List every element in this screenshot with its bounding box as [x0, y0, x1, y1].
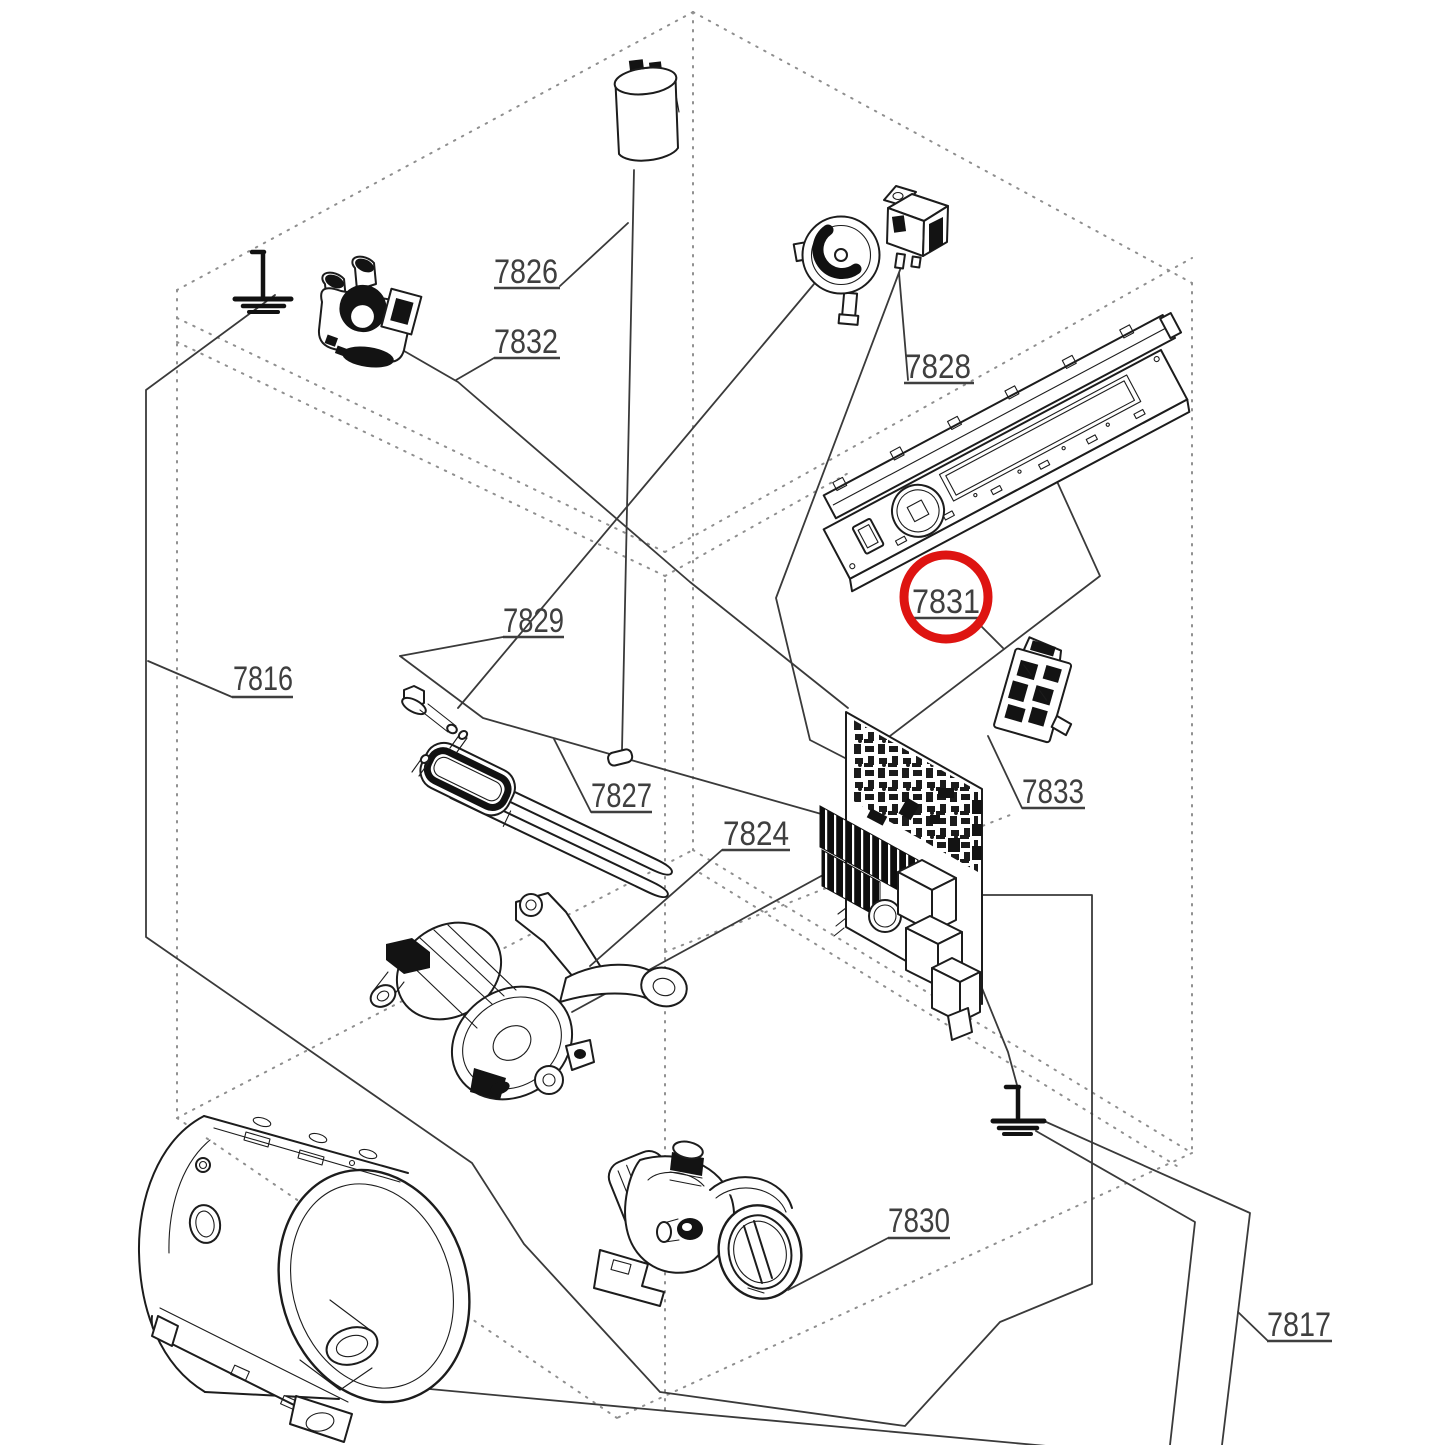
panel-knob: [891, 483, 946, 538]
label-7816-text: 7816: [233, 660, 293, 698]
ground-symbol-left: [232, 249, 294, 314]
label-7824-leader: [589, 849, 723, 967]
label-7832: 7832: [455, 323, 560, 381]
electronic-control-board-part: [819, 711, 983, 1041]
label-7829-text: 7829: [503, 602, 564, 640]
label-7829: 7829: [399, 602, 564, 657]
label-7817-text: 7817: [1267, 1306, 1331, 1344]
pcb-component-texture: [850, 718, 978, 872]
heater-flange: [419, 741, 516, 817]
label-7832-text: 7832: [494, 323, 558, 361]
control-panel-part: [822, 312, 1191, 593]
label-7828: 7828: [898, 272, 974, 386]
pcb-relays: [897, 859, 981, 1041]
bottom-wire: [331, 1379, 1046, 1445]
inlet-valve-part: [317, 255, 423, 368]
label-7831-leader: [980, 625, 1004, 649]
heating-element-part: [401, 685, 673, 899]
pcb-to-ground-wire: [972, 965, 1018, 1086]
ground-wire-right-2: [1035, 1130, 1196, 1445]
part-labels: 7826 7832 7828 7816 7829 7827: [147, 222, 1332, 1344]
label-7833-leader: [987, 735, 1023, 809]
ground-wire-right-1: [1043, 1120, 1251, 1445]
label-7830-text: 7830: [888, 1202, 950, 1240]
label-7828-leader: [898, 272, 909, 381]
main-harness-path: [145, 294, 1093, 1427]
label-7824-text: 7824: [723, 815, 789, 853]
wiring-and-leader-lines: [145, 169, 1251, 1445]
label-7826-text: 7826: [494, 253, 558, 291]
tub-part: [137, 1115, 471, 1443]
label-7833: 7833: [987, 735, 1085, 811]
label-7824: 7824: [589, 815, 790, 967]
red-highlight-circle: [899, 550, 993, 644]
label-7816-leader: [147, 660, 233, 698]
panel-rear-rail: [822, 312, 1183, 520]
panel-switch: [851, 518, 885, 555]
inline-fuse-part: [607, 748, 634, 767]
label-7830: 7830: [787, 1202, 950, 1291]
thermostat-part: [883, 185, 949, 270]
panel-to-pcb-wire: [847, 465, 1101, 769]
label-7831-text: 7831: [912, 583, 980, 621]
valve-to-pcb-wire: [391, 343, 849, 709]
label-7827-leader: [553, 738, 592, 813]
heater-to-pcb-wire: [399, 655, 847, 822]
capacitor-part: [613, 59, 680, 162]
label-7817-leader: [1237, 1311, 1268, 1341]
ground-symbol-right: [990, 1084, 1047, 1136]
drain-pump-part: [593, 1140, 803, 1307]
label-7829-leader: [399, 636, 504, 657]
label-7828-text: 7828: [905, 348, 971, 386]
label-7830-leader: [787, 1237, 889, 1291]
pressure-switch-part: [792, 215, 881, 326]
drive-motor-part: [369, 892, 688, 1101]
label-7817: 7817: [1237, 1306, 1332, 1344]
label-7826-leader: [559, 222, 629, 287]
label-7833-text: 7833: [1022, 773, 1084, 811]
label-7832-leader: [455, 357, 495, 381]
label-7827-text: 7827: [591, 777, 652, 815]
connector-block-part: [993, 636, 1073, 744]
label-7826: 7826: [494, 222, 629, 291]
capacitor-to-fuse-wire: [621, 169, 635, 751]
label-7827: 7827: [553, 738, 652, 815]
label-7831-highlighted: 7831: [899, 550, 1004, 649]
thermostat-wire: [775, 261, 904, 759]
label-7816: 7816: [147, 660, 293, 699]
